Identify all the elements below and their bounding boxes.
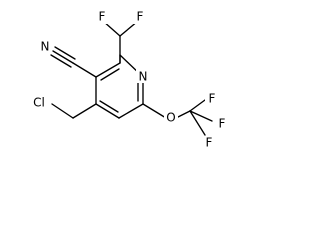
atom-n-ring: N (139, 70, 148, 84)
molecule-diagram: N F F N Cl O F F F (29, 9, 229, 150)
atom-f-cf3-top: F (209, 92, 216, 106)
bond-cn-triple-2 (54, 46, 76, 60)
atom-f-top-right: F (137, 10, 144, 24)
bond-cf3-f-bottom (189, 110, 206, 136)
bond-c5-c4-inner (99, 100, 119, 113)
atom-cl: Cl (33, 96, 45, 110)
atom-labels: N F F N Cl O F F F (29, 10, 229, 150)
bond-cn-triple-1 (52, 50, 74, 64)
bond-c3-cn (72, 62, 97, 78)
bond-cf3-f-top (189, 99, 206, 112)
bond-cf3-f-right (189, 110, 213, 122)
structure-canvas: N F F N Cl O F F F (29, 9, 229, 150)
bond-c3-c2-inner (100, 68, 120, 81)
bond-ch2-cl (51, 103, 74, 119)
bond-c4-ch2 (72, 103, 97, 119)
atom-f-cf3-bottom: F (206, 136, 213, 150)
bonds (50, 20, 213, 136)
bond-c5-c4 (95, 103, 120, 119)
bond-o-cf3 (175, 110, 191, 119)
atom-f-top-left: F (99, 10, 106, 24)
bond-c3-c2 (95, 62, 121, 78)
bond-c6-c5 (118, 103, 144, 119)
atom-n-nitrile: N (41, 40, 50, 54)
atom-o-ether: O (166, 111, 175, 125)
atom-f-cf3-right: F (219, 117, 226, 131)
bond-cn-triple-3 (50, 54, 72, 68)
bond-c6-o (142, 103, 167, 119)
